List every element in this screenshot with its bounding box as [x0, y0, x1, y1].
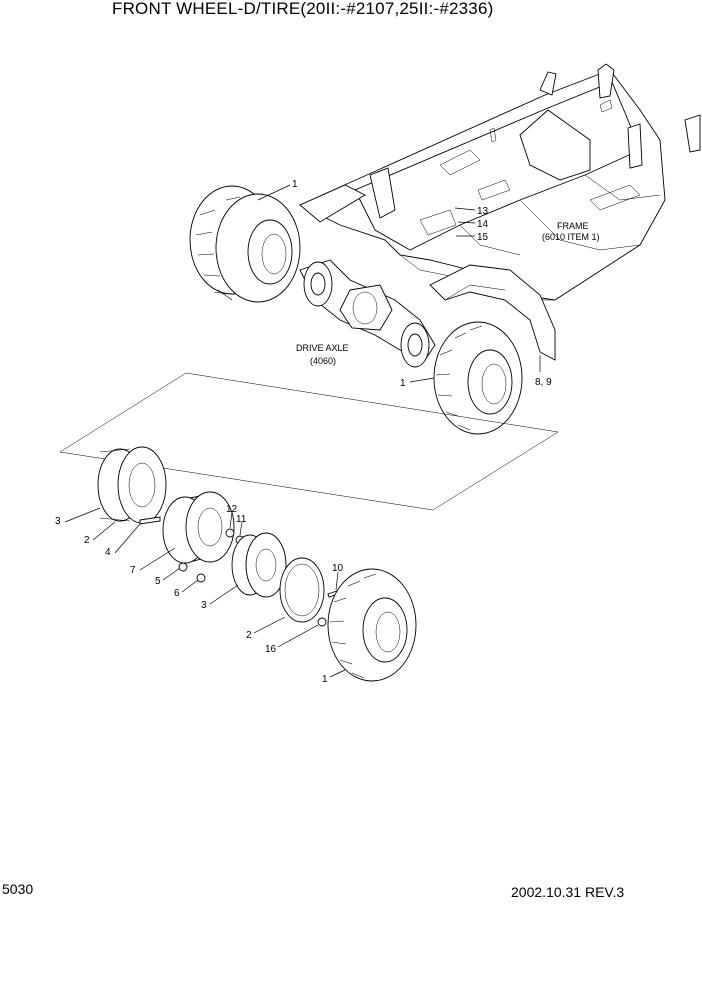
callout-12: 12: [226, 504, 238, 515]
callout-7: 7: [130, 565, 136, 576]
frame-ref-label: (6010 ITEM 1): [542, 232, 600, 242]
leader-lines: [64, 184, 541, 678]
stud-4: [139, 516, 161, 525]
frame-chassis: [298, 63, 701, 361]
callout-15: 15: [477, 232, 489, 243]
callout-3-left: 3: [55, 516, 61, 527]
callout-tire-bottom: 1: [322, 674, 328, 685]
page-title: FRONT WHEEL-D/TIRE(20II:-#2107,25II:-#23…: [112, 0, 494, 18]
drive-axle-label: DRIVE AXLE: [296, 343, 349, 353]
callout-13: 13: [477, 206, 489, 217]
tire-bottom: [327, 568, 417, 682]
callout-tire-right: 1: [400, 378, 406, 389]
drive-axle: [299, 259, 436, 368]
exploded-view-outline: [59, 372, 559, 511]
frame-label: FRAME: [557, 221, 589, 231]
tire-right: [433, 321, 523, 435]
callout-4: 4: [105, 547, 111, 558]
callout-16: 16: [265, 644, 277, 655]
callout-14: 14: [477, 219, 489, 230]
tire-top-left: [189, 185, 301, 303]
callout-2-left: 2: [84, 535, 90, 546]
callout-6: 6: [174, 588, 180, 599]
callout-11: 11: [236, 514, 247, 525]
nut-16: [317, 617, 327, 627]
callout-10: 10: [332, 563, 344, 574]
side-ring: [279, 557, 325, 623]
rim-inner: [231, 532, 287, 598]
rim-outer: [97, 446, 167, 524]
page-number: 5030: [2, 881, 34, 897]
spacer-7: [162, 491, 235, 564]
callout-5: 5: [155, 576, 161, 587]
callout-tire-top-left: 1: [292, 179, 298, 190]
callout-2: 2: [246, 630, 252, 641]
drive-axle-ref-label: (4060): [310, 356, 336, 366]
revision-date: 2002.10.31 REV.3: [511, 884, 625, 900]
callout-3: 3: [201, 600, 207, 611]
callout-8-9: 8, 9: [535, 377, 552, 388]
